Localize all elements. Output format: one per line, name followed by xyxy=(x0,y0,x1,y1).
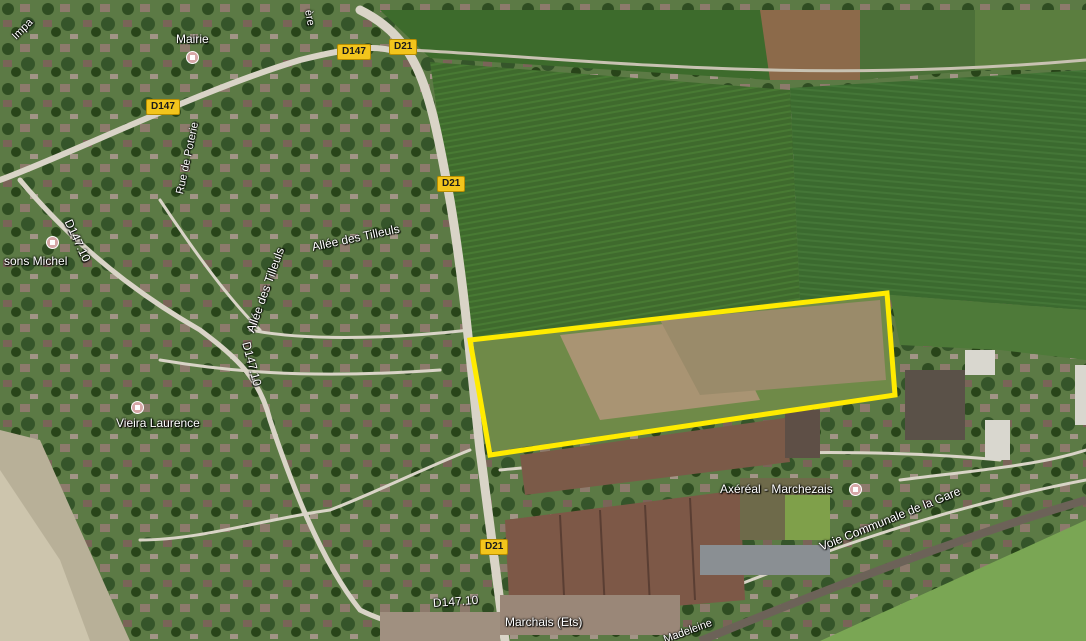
label-marchais[interactable]: Marchais (Ets) xyxy=(505,615,583,629)
label-maisons-michel[interactable]: sons Michel xyxy=(4,254,68,268)
label-vieira-laurence[interactable]: Vieira Laurence xyxy=(116,416,200,430)
road-shield-d21-top: D21 xyxy=(389,39,418,55)
street-ere: ère xyxy=(302,8,317,27)
lodging-icon[interactable] xyxy=(46,236,59,249)
road-shield-d147-top: D147 xyxy=(337,44,371,60)
business-icon[interactable] xyxy=(131,401,144,414)
road-shield-d147-left: D147 xyxy=(146,99,180,115)
highlight-rectangle xyxy=(467,290,898,458)
label-axereal[interactable]: Axéréal - Marchezais xyxy=(720,482,833,496)
road-shield-d21-mid: D21 xyxy=(437,176,466,192)
label-mairie[interactable]: Mairie xyxy=(176,32,209,46)
road-shield-d21-bottom: D21 xyxy=(480,539,509,555)
town-hall-icon[interactable] xyxy=(186,51,199,64)
business-icon[interactable] xyxy=(849,483,862,496)
